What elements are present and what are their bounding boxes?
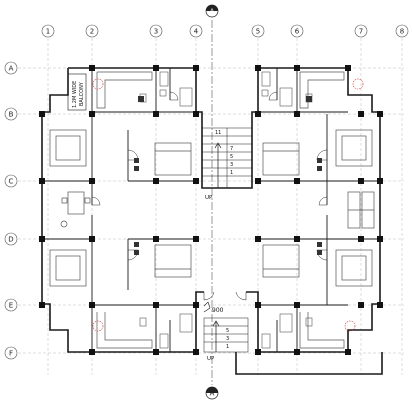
section-mark-bottom: A [205,386,219,400]
red-accent-circles [92,78,364,332]
grid-bubble-col-7: 7 [354,24,368,38]
bed-furniture [154,142,300,278]
svg-text:F: F [9,350,13,358]
svg-text:900: 900 [212,307,224,314]
grid-bubble-row-f: F [4,346,18,360]
svg-text:11: 11 [215,130,221,136]
svg-text:A: A [9,65,14,73]
svg-text:1: 1 [230,170,233,176]
door-dimension: 900 [203,301,224,314]
svg-text:5: 5 [226,328,229,334]
svg-text:UP: UP [205,195,213,201]
dining-table [60,191,91,228]
svg-text:5: 5 [230,154,233,160]
section-mark-top: A [205,4,219,18]
svg-text:B: B [9,111,14,119]
svg-text:4: 4 [194,28,199,36]
stair-top: 11 7 5 3 1 UP [201,127,253,201]
structural-columns [39,65,383,355]
svg-text:UP: UP [207,356,215,362]
svg-text:2: 2 [90,28,94,36]
grid-bubble-row-e: E [4,298,18,312]
row-grid-left: A B C D E F [4,61,18,360]
grid-bubble-col-2: 2 [85,24,99,38]
grid-bubble-col-8: 8 [395,24,409,38]
svg-text:C: C [9,178,14,186]
door-swings [91,91,328,261]
svg-text:3: 3 [230,162,233,168]
stair-bottom: 5 3 1 UP [203,317,249,362]
side-tables [134,96,322,255]
grid-bubble-row-d: D [4,232,18,246]
grid-bubble-col-4: 4 [189,24,203,38]
svg-text:3: 3 [226,336,229,342]
svg-text:3: 3 [154,28,158,36]
entrance-doors [203,291,247,301]
interior-walls [42,68,380,352]
column-grid-top: 1 2 3 4 5 6 7 8 [41,24,409,38]
svg-text:8: 8 [400,28,404,36]
svg-text:1: 1 [226,344,229,350]
svg-text:A: A [210,8,215,16]
grid-bubble-row-c: C [4,174,18,188]
section-line: A A [205,4,219,400]
svg-text:BALCONY: BALCONY [79,81,85,106]
grid-bubble-col-1: 1 [41,24,55,38]
svg-text:5: 5 [256,28,260,36]
grid-bubble-row-a: A [4,61,18,75]
grid-bubble-col-5: 5 [251,24,265,38]
svg-text:A: A [210,390,215,398]
svg-text:7: 7 [230,146,233,152]
svg-text:D: D [8,236,13,244]
grid-bubble-row-b: B [4,107,18,121]
sofa-furniture [49,129,373,287]
balcony-label: 1.2M WIDE BALCONY [67,73,87,111]
toilet-fixtures [139,71,313,349]
grid-bubble-col-3: 3 [149,24,163,38]
svg-text:1: 1 [46,28,50,36]
svg-text:E: E [9,302,13,310]
grid-bubble-col-6: 6 [290,24,304,38]
svg-text:7: 7 [359,28,363,36]
wardrobe-furniture [347,191,375,229]
svg-text:6: 6 [295,28,300,36]
kitchen-counters [96,71,345,349]
svg-text:1.2M WIDE: 1.2M WIDE [72,81,78,108]
